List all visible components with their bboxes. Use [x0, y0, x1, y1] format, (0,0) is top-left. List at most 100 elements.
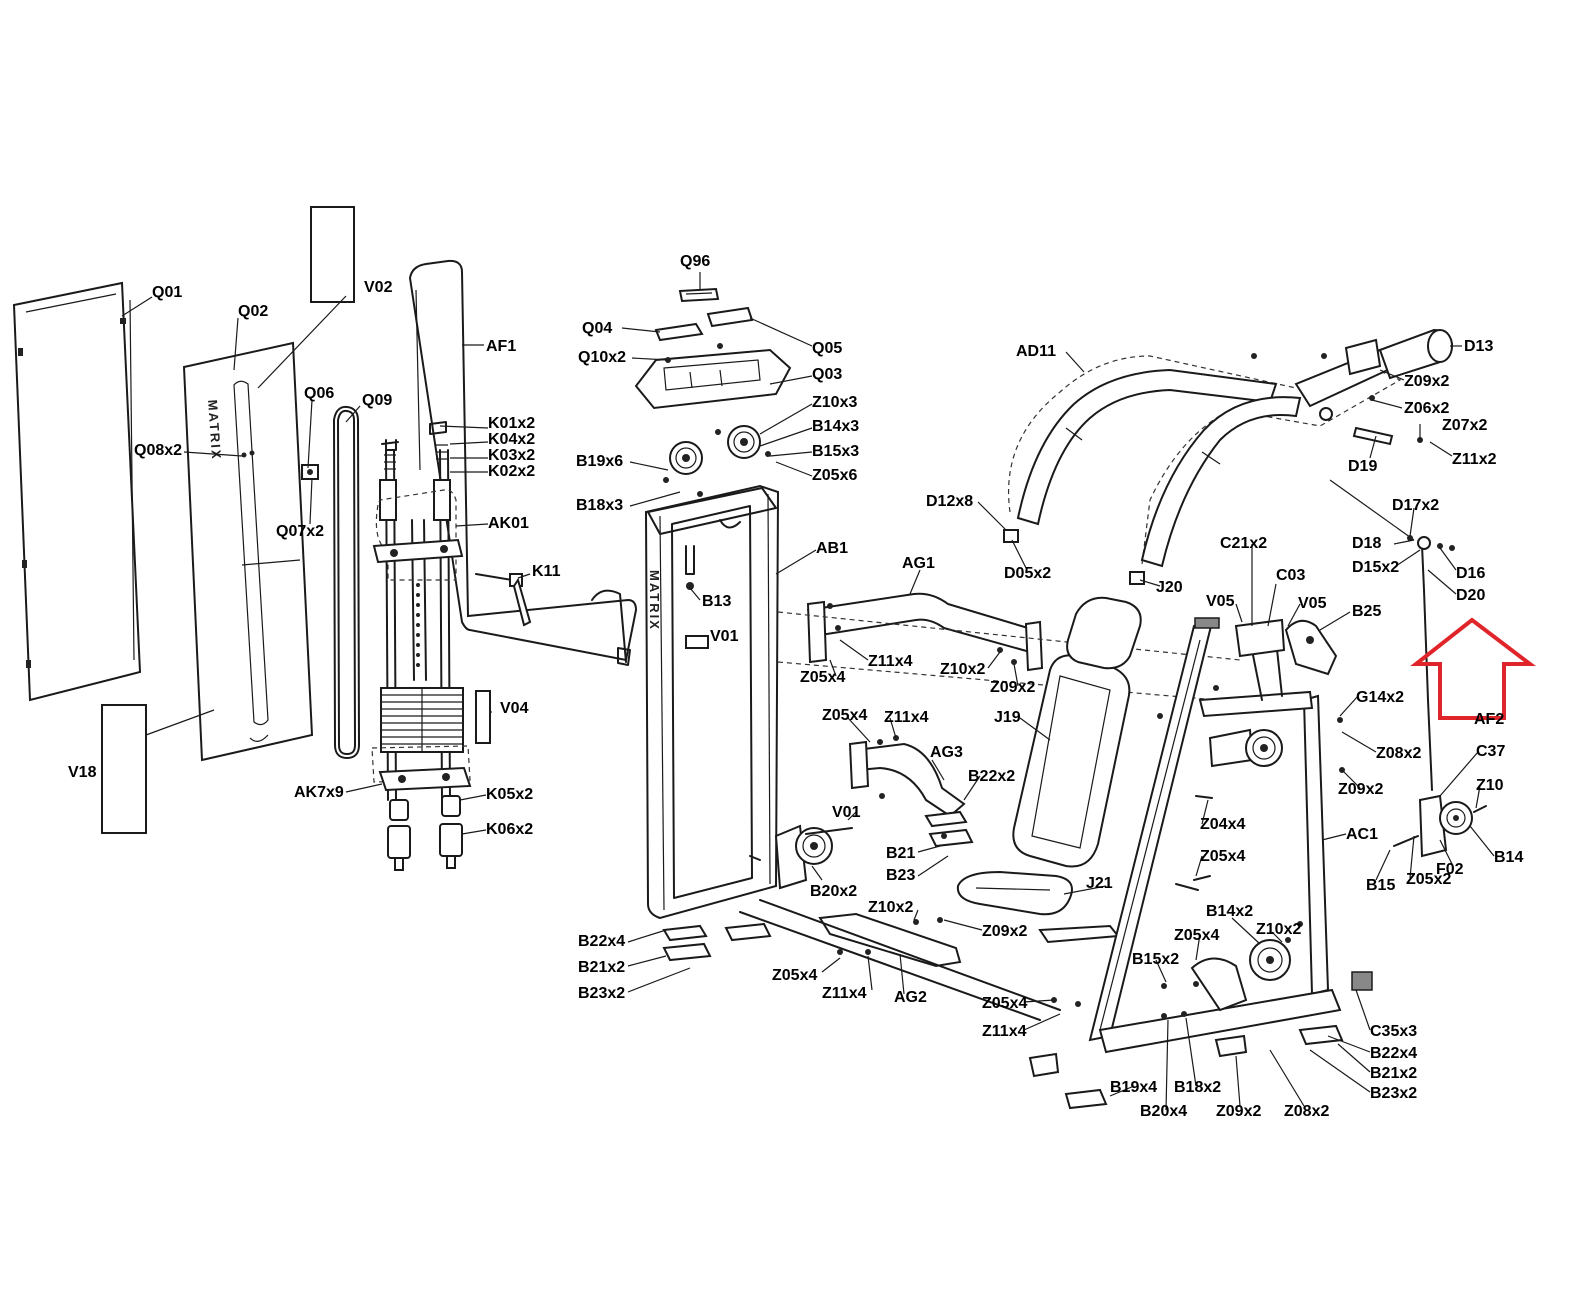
label-Q96: Q96 — [680, 253, 710, 270]
label-C21x2: C21x2 — [1220, 535, 1267, 552]
label-D18: D18 — [1352, 535, 1381, 552]
bottom-plate — [378, 766, 472, 792]
label-B22x4-b: B22x4 — [1370, 1045, 1417, 1062]
label-B14x3: B14x3 — [812, 418, 859, 435]
label-K05x2: K05x2 — [486, 786, 533, 803]
label-J20: J20 — [1156, 579, 1183, 596]
label-D13: D13 — [1464, 338, 1493, 355]
label-B15x3: B15x3 — [812, 443, 859, 460]
weight-stack-guard-af1 — [408, 259, 638, 666]
top-plate-ak01 — [372, 538, 464, 564]
foot-plates — [662, 810, 1120, 962]
label-F02: F02 — [1436, 861, 1464, 878]
cover-panel-q01 — [12, 281, 142, 702]
label-Z07x2: Z07x2 — [1442, 417, 1487, 434]
label-Z10: Z10 — [1476, 777, 1504, 794]
label-Q07x2: Q07x2 — [276, 523, 324, 540]
label-V05-a: V05 — [1206, 593, 1235, 610]
label-Q08x2: Q08x2 — [134, 442, 182, 459]
selector-pin-k11 — [475, 573, 532, 627]
rear-bumpers — [1028, 971, 1373, 1110]
pulley-f02 — [1393, 794, 1487, 858]
label-K03x2: K03x2 — [488, 447, 535, 464]
label-D20: D20 — [1456, 587, 1485, 604]
label-Q05: Q05 — [812, 340, 842, 357]
label-Z05x4-b: Z05x4 — [822, 707, 867, 724]
label-C03: C03 — [1276, 567, 1305, 584]
label-Z05x4-e: Z05x4 — [1174, 927, 1219, 944]
label-C35x3: C35x3 — [1370, 1023, 1417, 1040]
label-V05-b: V05 — [1298, 595, 1327, 612]
label-G14x2: G14x2 — [1356, 689, 1404, 706]
label-D12x8: D12x8 — [926, 493, 973, 510]
label-K02x2: K02x2 — [488, 463, 535, 480]
label-D17x2: D17x2 — [1392, 497, 1439, 514]
label-K04x2: K04x2 — [488, 431, 535, 448]
label-Z09x2-c: Z09x2 — [1404, 373, 1449, 390]
back-pad-j19 — [1012, 654, 1131, 868]
svg-text:MATRIX: MATRIX — [205, 399, 224, 461]
label-K01x2: K01x2 — [488, 415, 535, 432]
label-Q03: Q03 — [812, 366, 842, 383]
label-J19: J19 — [994, 709, 1021, 726]
mid-pulleys — [1190, 728, 1291, 1012]
cable-q09 — [332, 405, 361, 760]
callout-leaders — [121, 272, 1495, 1111]
label-AG3: AG3 — [930, 744, 963, 761]
label-B21x2-a: B21x2 — [578, 959, 625, 976]
label-V18: V18 — [68, 764, 97, 781]
label-B22x2: B22x2 — [968, 768, 1015, 785]
label-B21: B21 — [886, 845, 915, 862]
press-arm-ad11 — [1003, 348, 1402, 585]
top-pulleys — [669, 425, 761, 475]
label-Z09x2-a: Z09x2 — [990, 679, 1035, 696]
label-D05x2: D05x2 — [1004, 565, 1051, 582]
label-B25: B25 — [1352, 603, 1381, 620]
label-Z11x4-d: Z11x4 — [982, 1023, 1027, 1040]
label-Z06x2: Z06x2 — [1404, 400, 1449, 417]
label-Z11x2: Z11x2 — [1452, 451, 1497, 468]
label-Z05x4-a: Z05x4 — [800, 669, 845, 686]
label-Z09x2-b: Z09x2 — [982, 923, 1027, 940]
label-AG2: AG2 — [894, 989, 927, 1006]
label-B19x4: B19x4 — [1110, 1079, 1157, 1096]
label-B18x3: B18x3 — [576, 497, 623, 514]
rubber-bumpers — [387, 795, 463, 871]
label-K06x2: K06x2 — [486, 821, 533, 838]
label-B14x2: B14x2 — [1206, 903, 1253, 920]
label-Z11x4-b: Z11x4 — [884, 709, 929, 726]
label-Q02: Q02 — [238, 303, 268, 320]
label-B15x2: B15x2 — [1132, 951, 1179, 968]
label-Z05x4-c: Z05x4 — [772, 967, 817, 984]
decal-v04 — [475, 690, 491, 744]
label-Z11x4-a: Z11x4 — [868, 653, 913, 670]
label-AB1: AB1 — [816, 540, 848, 557]
label-B19x6: B19x6 — [576, 453, 623, 470]
label-D16: D16 — [1456, 565, 1485, 582]
label-B18x2: B18x2 — [1174, 1079, 1221, 1096]
cover-panel-q02: MATRIX — [182, 341, 314, 762]
label-B14: B14 — [1494, 849, 1523, 866]
label-J21: J21 — [1086, 875, 1113, 892]
seat-bracket-ag3 — [848, 740, 966, 818]
label-AF1: AF1 — [486, 338, 516, 355]
label-Z05x4-d: Z05x4 — [1200, 848, 1245, 865]
hardware-fasteners — [663, 343, 1423, 1019]
bottom-pulley-left — [774, 824, 833, 890]
label-B20x2: B20x2 — [810, 883, 857, 900]
label-B21x2-b: B21x2 — [1370, 1065, 1417, 1082]
label-K11: K11 — [532, 563, 561, 580]
label-B22x4-a: B22x4 — [578, 933, 625, 950]
label-Z08x2-a: Z08x2 — [1376, 745, 1421, 762]
label-AK01: AK01 — [488, 515, 529, 532]
base-rail-ag2 — [739, 899, 1061, 1021]
label-Z05x4-f: Z05x4 — [982, 995, 1027, 1012]
label-B13: B13 — [702, 593, 731, 610]
label-AK7x9: AK7x9 — [294, 784, 344, 801]
cable-d20 — [1329, 479, 1455, 791]
top-shroud-q03 — [634, 348, 792, 410]
label-C37: C37 — [1476, 743, 1505, 760]
label-AG1: AG1 — [902, 555, 935, 572]
cover-plates — [654, 287, 754, 342]
